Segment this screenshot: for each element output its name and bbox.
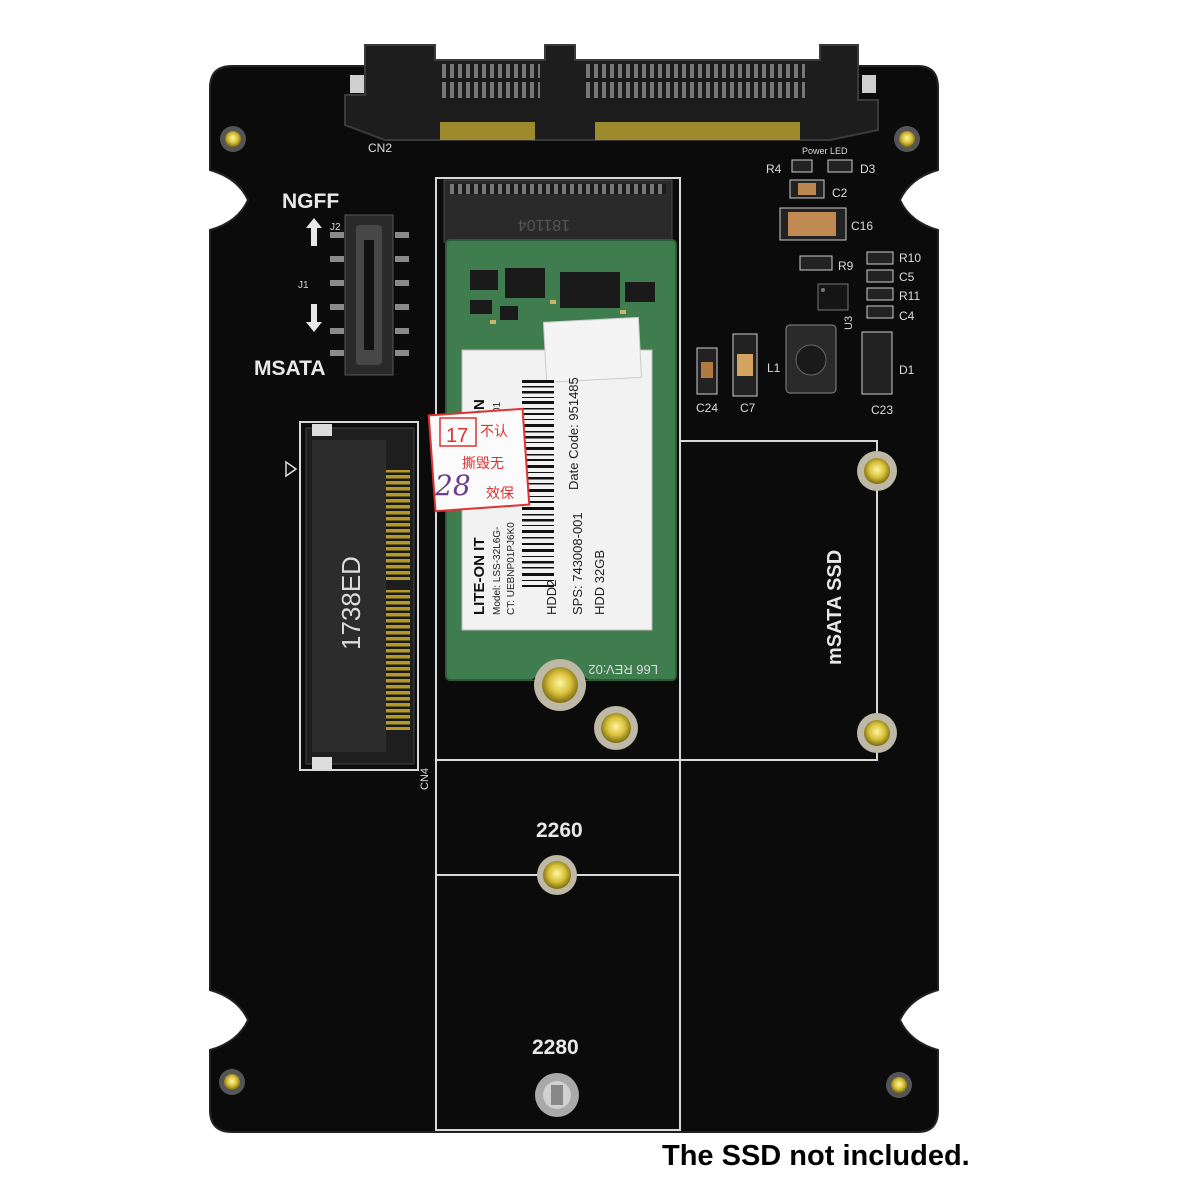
ic-u3 <box>817 283 849 311</box>
ssd-sps: SPS: 743008-001 <box>570 512 585 615</box>
c2-label: C2 <box>832 186 848 200</box>
c4-label: C4 <box>899 309 915 323</box>
r11-label: R11 <box>899 289 920 303</box>
d3-label: D3 <box>860 162 876 176</box>
msata-ssd-label: mSATA SSD <box>824 550 846 665</box>
smd-column <box>866 251 894 319</box>
c23-label: C23 <box>871 403 893 417</box>
smd-r9 <box>799 255 833 271</box>
svg-text:181104: 181104 <box>518 216 570 233</box>
standoff-2280-screw <box>535 1073 579 1117</box>
c16-label: C16 <box>851 219 873 233</box>
mounting-hole-top-right <box>894 126 920 152</box>
cn4-label: CN4 <box>419 768 431 790</box>
power-led-label: Power LED <box>802 146 848 156</box>
smd-r4 <box>791 159 853 173</box>
c5-label: C5 <box>899 270 915 284</box>
sata-connector <box>344 44 879 141</box>
socket-marking: 1738ED <box>336 556 366 650</box>
ngff-label: NGFF <box>282 190 339 213</box>
ssd-model: Model: LSS-32L6G- <box>492 527 503 615</box>
arrow-down-icon <box>306 304 322 332</box>
smd-c7 <box>732 333 758 397</box>
mounting-hole-bottom-left <box>219 1069 245 1095</box>
mounting-hole-bottom-right <box>886 1072 912 1098</box>
r4-label: R4 <box>766 162 782 176</box>
ssd-product-label: LITE-ON IT Model: LSS-32L6G- CT: UEBNP01… <box>461 316 653 631</box>
size-label-2280: 2280 <box>532 1036 579 1059</box>
u3-label: U3 <box>843 316 855 330</box>
r10-label: R10 <box>899 251 921 265</box>
mode-switch[interactable] <box>330 214 409 376</box>
seal-line3: 效保 <box>486 486 514 502</box>
standoff-2242 <box>534 659 586 711</box>
arrow-up-icon <box>306 218 322 246</box>
smd-c24 <box>696 347 718 395</box>
seal-number: 17 <box>446 425 468 447</box>
msata-socket <box>305 424 415 769</box>
standoff-msata-top <box>857 451 897 491</box>
cn2-label: CN2 <box>368 141 392 155</box>
msata-label: MSATA <box>254 357 326 380</box>
standoff-2242-alt <box>594 706 638 750</box>
j2-label: J2 <box>330 222 341 233</box>
j1-label: J1 <box>298 280 309 291</box>
ssd-hdd2: HDD2 <box>544 580 559 615</box>
msata-slot-outline <box>299 421 878 771</box>
seal-line2: 撕毁无 <box>462 456 504 472</box>
c24-label: C24 <box>696 401 718 415</box>
pin1-marker-icon <box>285 460 298 478</box>
ssd-card-code: L66 REV:02 <box>588 662 658 677</box>
d1-label: D1 <box>899 363 915 377</box>
seal-handwritten: 28 <box>434 469 471 502</box>
warranty-seal: 17 28 不认 撕毁无 效保 <box>427 407 531 513</box>
l1-label: L1 <box>767 361 781 375</box>
seal-line1: 不认 <box>480 424 508 440</box>
ssd-date-code: Date Code: 951485 <box>566 377 581 490</box>
size-label-2260: 2260 <box>536 819 583 842</box>
ssd-barcode <box>522 380 554 587</box>
ssd-brand: LITE-ON IT <box>471 538 488 616</box>
inductor-l1 <box>785 324 837 394</box>
diode-d1 <box>861 331 893 395</box>
smd-c2 <box>789 179 825 199</box>
smd-c16 <box>779 207 847 241</box>
standoff-msata-bottom <box>857 713 897 753</box>
caption-text: The SSD not included. <box>662 1140 970 1172</box>
ssd-hdd: HDD 32GB <box>592 550 607 615</box>
ssd-ct: CT: UEBNP01PJ6K0 <box>506 522 517 615</box>
standoff-2260 <box>537 855 577 895</box>
c7-label: C7 <box>740 401 756 415</box>
r9-label: R9 <box>838 259 854 273</box>
mounting-hole-top-left <box>220 126 246 152</box>
m2-socket: 181104 <box>443 179 673 243</box>
